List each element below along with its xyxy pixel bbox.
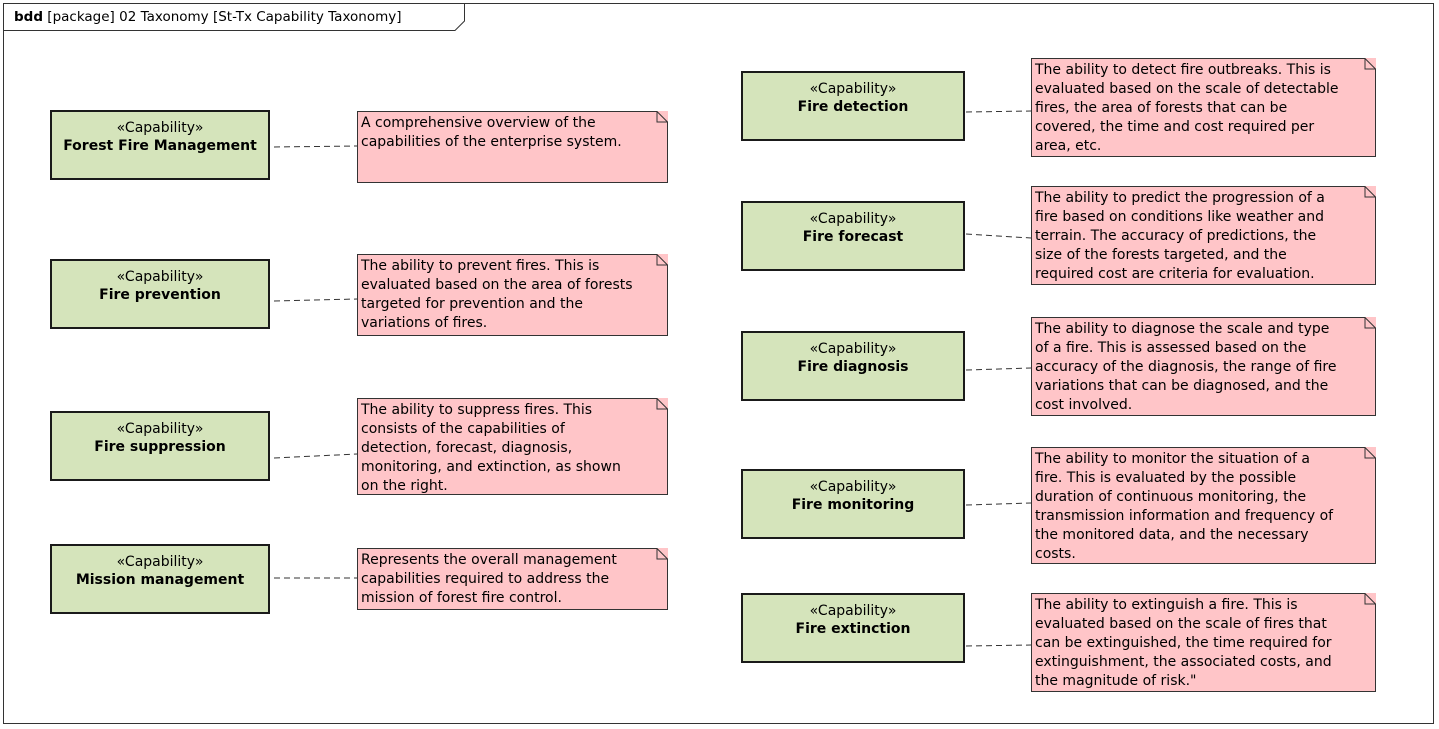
note-outline xyxy=(1031,447,1376,564)
note-outline xyxy=(357,398,668,495)
block-stereotype: «Capability» xyxy=(116,120,204,136)
note-forest-fire-management[interactable]: A comprehensive overview of the capabili… xyxy=(357,111,668,183)
note-fire-diagnosis[interactable]: The ability to diagnose the scale and ty… xyxy=(1031,317,1376,416)
capability-block-fire-suppression[interactable]: «Capability» Fire suppression xyxy=(50,411,270,481)
note-outline xyxy=(357,548,668,610)
capability-block-fire-forecast[interactable]: «Capability» Fire forecast xyxy=(741,201,965,271)
note-outline xyxy=(1031,593,1376,692)
note-fire-forecast[interactable]: The ability to predict the progression o… xyxy=(1031,186,1376,285)
block-stereotype: «Capability» xyxy=(116,421,204,437)
diagram-kind: bdd xyxy=(14,9,43,25)
note-text: The ability to extinguish a fire. This i… xyxy=(1035,597,1332,689)
capability-block-mission-management[interactable]: «Capability» Mission management xyxy=(50,544,270,614)
block-name: Fire detection xyxy=(797,99,909,115)
capability-block-fire-prevention[interactable]: «Capability» Fire prevention xyxy=(50,259,270,329)
note-fire-monitoring[interactable]: The ability to monitor the situation of … xyxy=(1031,447,1376,564)
block-name: Fire forecast xyxy=(802,229,904,245)
note-fire-suppression[interactable]: The ability to suppress fires. This cons… xyxy=(357,398,668,495)
note-outline xyxy=(1031,317,1376,416)
header-tab-outline xyxy=(3,3,465,31)
note-text: The ability to prevent fires. This is ev… xyxy=(361,258,633,331)
block-name: Fire diagnosis xyxy=(797,359,909,375)
block-stereotype: «Capability» xyxy=(809,211,897,227)
note-outline xyxy=(357,254,668,336)
diagram-frame xyxy=(3,3,1434,724)
note-text: The ability to diagnose the scale and ty… xyxy=(1035,321,1337,413)
note-fire-extinction[interactable]: The ability to extinguish a fire. This i… xyxy=(1031,593,1376,692)
block-stereotype: «Capability» xyxy=(116,554,204,570)
block-name: Fire prevention xyxy=(99,287,221,303)
note-outline xyxy=(357,111,668,183)
note-fire-prevention[interactable]: The ability to prevent fires. This is ev… xyxy=(357,254,668,336)
block-name: Fire extinction xyxy=(795,621,911,637)
block-name: Fire suppression xyxy=(94,439,226,455)
note-text: The ability to monitor the situation of … xyxy=(1035,451,1334,562)
capability-block-fire-detection[interactable]: «Capability» Fire detection xyxy=(741,71,965,141)
diagram-header-text: [package] 02 Taxonomy [St-Tx Capability … xyxy=(47,9,402,25)
note-outline xyxy=(1031,186,1376,285)
capability-block-fire-diagnosis[interactable]: «Capability» Fire diagnosis xyxy=(741,331,965,401)
block-stereotype: «Capability» xyxy=(809,603,897,619)
block-name: Fire monitoring xyxy=(791,497,915,513)
block-stereotype: «Capability» xyxy=(809,341,897,357)
block-stereotype: «Capability» xyxy=(116,269,204,285)
note-mission-management[interactable]: Represents the overall management capabi… xyxy=(357,548,668,610)
note-outline xyxy=(1031,58,1376,157)
block-stereotype: «Capability» xyxy=(809,479,897,495)
block-name: Forest Fire Management xyxy=(63,138,257,154)
note-text: The ability to detect fire outbreaks. Th… xyxy=(1035,62,1339,154)
note-text: The ability to predict the progression o… xyxy=(1035,190,1325,282)
capability-block-fire-monitoring[interactable]: «Capability» Fire monitoring xyxy=(741,469,965,539)
note-text: Represents the overall management capabi… xyxy=(361,552,617,606)
note-text: A comprehensive overview of the capabili… xyxy=(361,115,622,150)
block-stereotype: «Capability» xyxy=(809,81,897,97)
capability-block-forest-fire-management[interactable]: «Capability» Forest Fire Management xyxy=(50,110,270,180)
block-name: Mission management xyxy=(75,572,245,588)
note-text: The ability to suppress fires. This cons… xyxy=(361,402,621,494)
diagram-title: bdd [package] 02 Taxonomy [St-Tx Capabil… xyxy=(14,9,402,25)
note-fire-detection[interactable]: The ability to detect fire outbreaks. Th… xyxy=(1031,58,1376,157)
capability-block-fire-extinction[interactable]: «Capability» Fire extinction xyxy=(741,593,965,663)
